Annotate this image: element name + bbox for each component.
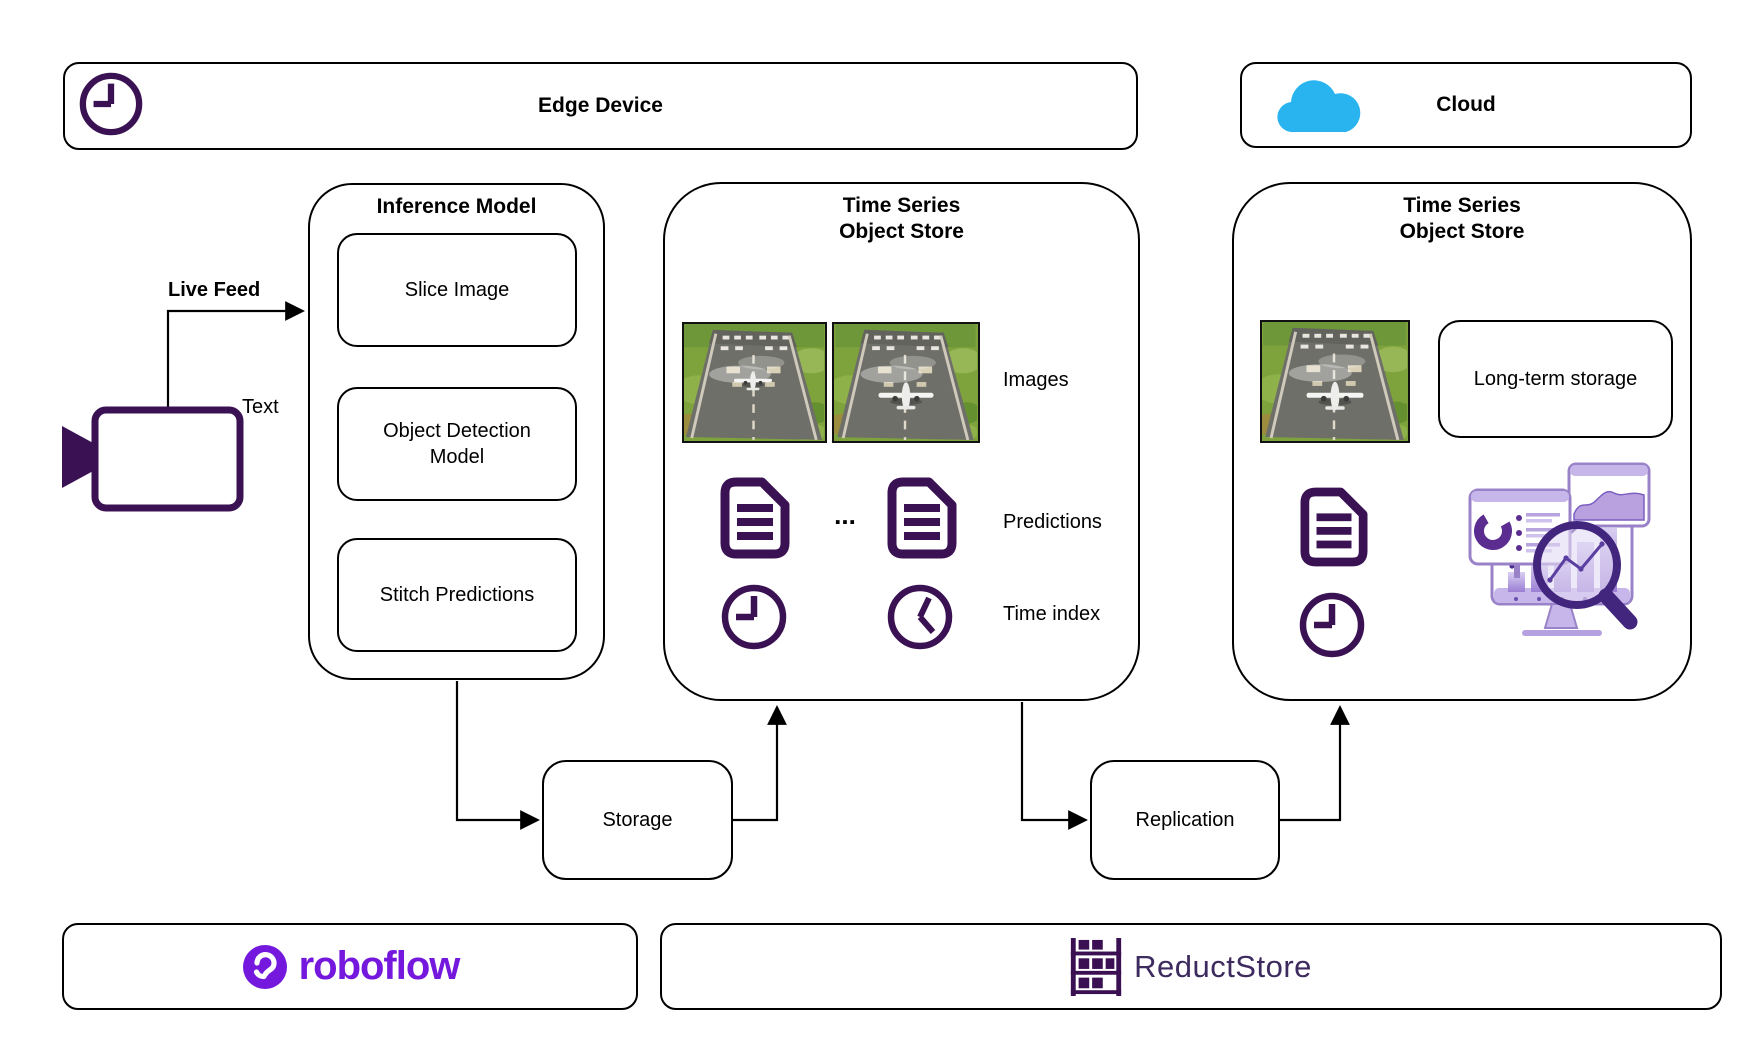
edge-store-title-line2: Object Store	[839, 220, 964, 243]
cloud-doc-icon	[1300, 487, 1368, 567]
cloud-label: Cloud	[1436, 93, 1496, 116]
runway-image-1	[682, 322, 827, 443]
predictions-doc-icon-1	[720, 477, 790, 559]
predictions-doc-icon-2	[887, 477, 957, 559]
cloud-store-title-line1: Time Series	[1403, 194, 1521, 217]
step-slice-image-label: Slice Image	[404, 279, 510, 301]
analytics-illustration	[1468, 462, 1651, 636]
roboflow-bar: roboflow	[62, 923, 638, 1010]
step-stitch-predictions-label: Stitch Predictions	[379, 584, 535, 606]
time-index-clock-icon-2	[887, 584, 953, 650]
edge-device-label: Edge Device	[538, 94, 663, 117]
predictions-label: Predictions	[1003, 511, 1102, 533]
step-object-detection-label: Object Detection Model	[383, 420, 531, 468]
roboflow-logo-icon	[242, 944, 287, 989]
edge-store-title-line1: Time Series	[842, 194, 961, 217]
storage-label: Storage	[602, 809, 673, 831]
live-feed-label: Live Feed	[168, 279, 261, 301]
cloud-store-title-line2: Object Store	[1399, 220, 1525, 243]
time-index-clock-icon-1	[721, 584, 787, 650]
reductstore-bar: ReductStore	[660, 923, 1722, 1010]
cloud-icon	[1277, 80, 1361, 133]
roboflow-logo-text: roboflow	[298, 944, 461, 988]
cloud-clock-icon	[1299, 592, 1365, 658]
replication-label: Replication	[1135, 809, 1235, 831]
replication-box: Replication	[1090, 760, 1280, 880]
long-term-storage-box: Long-term storage	[1438, 320, 1673, 438]
reductstore-logo-icon	[1070, 937, 1122, 996]
storage-box: Storage	[542, 760, 733, 880]
reductstore-logo-text: ReductStore	[1134, 948, 1312, 984]
step-stitch-predictions: Stitch Predictions	[337, 538, 577, 652]
time-index-label: Time index	[1003, 603, 1101, 625]
ellipsis-label: ...	[834, 500, 856, 530]
step-slice-image: Slice Image	[337, 233, 577, 347]
step-object-detection: Object Detection Model	[337, 387, 577, 501]
video-camera-icon	[62, 406, 244, 512]
runway-image-2	[832, 322, 980, 443]
text-label: Text	[242, 396, 279, 418]
edge-device-box	[63, 62, 1138, 150]
images-label: Images	[1003, 369, 1069, 391]
runway-image-3	[1260, 320, 1410, 443]
long-term-storage-label: Long-term storage	[1473, 368, 1638, 390]
inference-model-title: Inference Model	[376, 195, 537, 218]
